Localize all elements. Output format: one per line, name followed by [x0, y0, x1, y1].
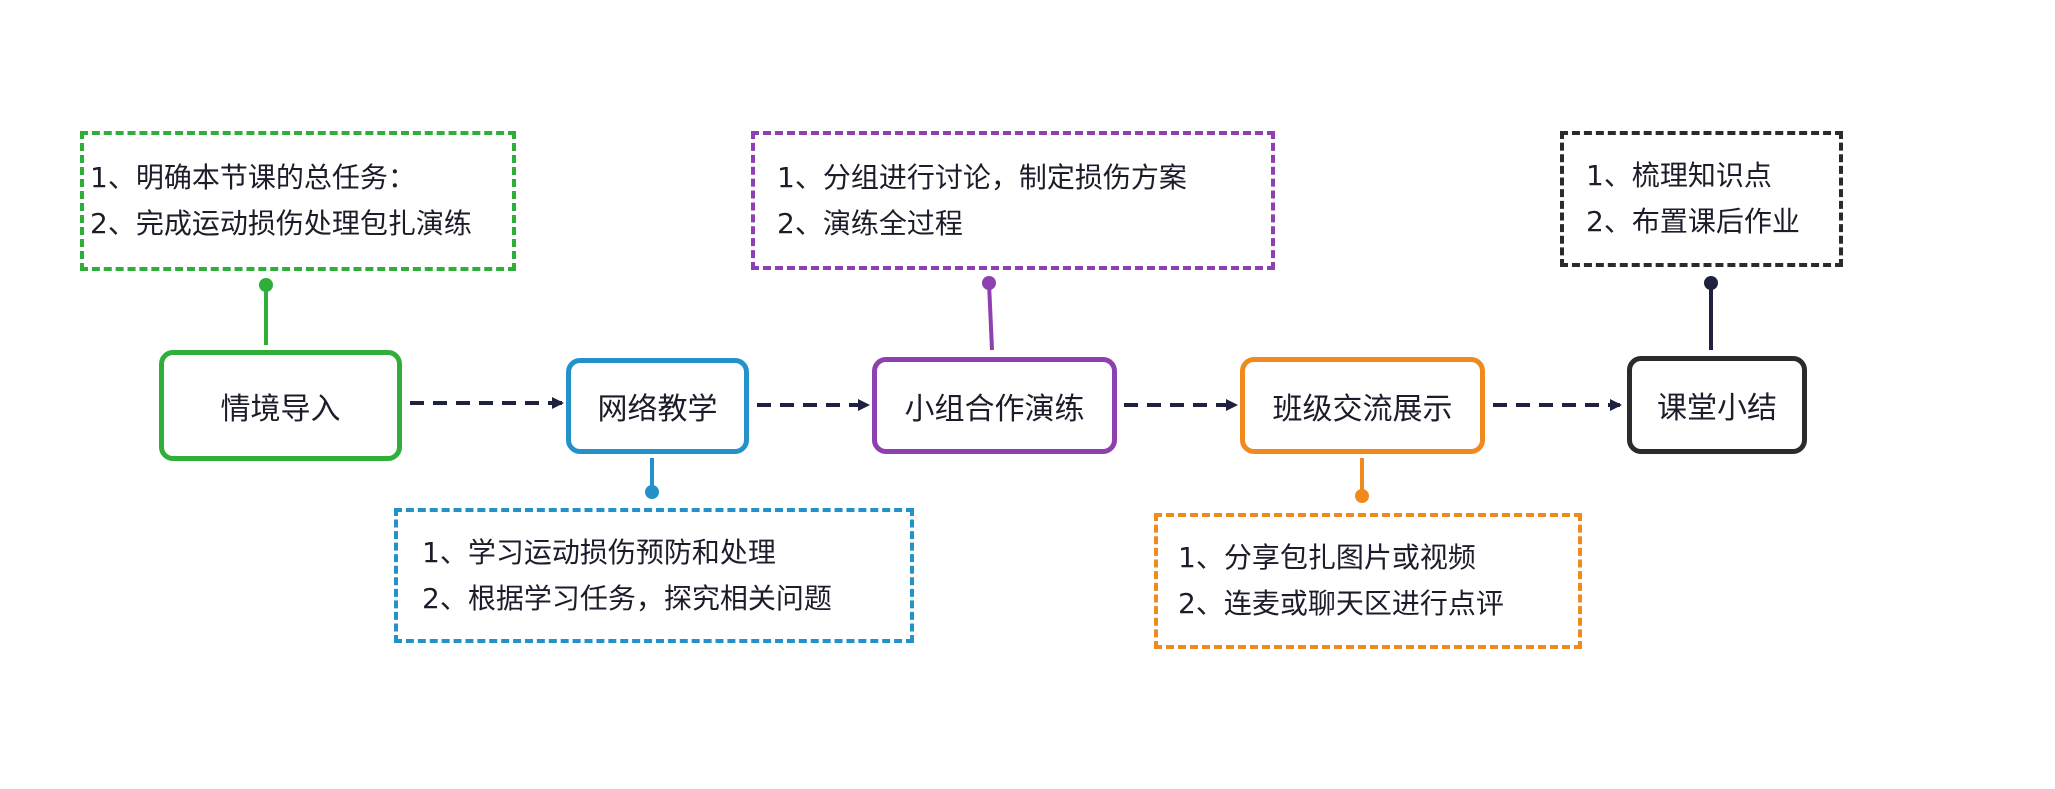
pin-dot-step1: [259, 278, 273, 292]
pin-line-step3: [987, 282, 994, 351]
step-3-node: 小组合作演练: [872, 357, 1117, 454]
note-step-2-line-1: 1、学习运动损伤预防和处理: [422, 535, 776, 569]
note-step-4: 1、分享包扎图片或视频 2、连麦或聊天区进行点评: [1154, 513, 1582, 649]
step-2-node: 网络教学: [566, 358, 749, 454]
step-1-node: 情境导入: [159, 350, 402, 461]
step-4-label: 班级交流展示: [1272, 391, 1453, 427]
step-1-label: 情境导入: [220, 391, 341, 427]
step-2-label: 网络教学: [597, 392, 718, 427]
note-step-4-line-2: 2、连麦或聊天区进行点评: [1178, 587, 1504, 620]
note-step-1-line-2: 2、完成运动损伤处理包扎演练: [90, 207, 472, 240]
pin-dot-step5: [1704, 276, 1718, 290]
note-step-1: 1、明确本节课的总任务： 2、完成运动损伤处理包扎演练: [80, 131, 516, 271]
note-step-3-line-2: 2、演练全过程: [777, 206, 963, 240]
pin-dot-step2: [645, 485, 659, 499]
note-step-5-line-2: 2、布置课后作业: [1586, 205, 1800, 238]
note-step-3: 1、分组进行讨论，制定损伤方案 2、演练全过程: [751, 131, 1275, 270]
pin-dot-step3: [982, 276, 996, 290]
step-5-label: 课堂小结: [1657, 391, 1777, 426]
note-step-1-line-1: 1、明确本节课的总任务：: [90, 161, 416, 194]
note-step-2: 1、学习运动损伤预防和处理 2、根据学习任务，探究相关问题: [394, 508, 914, 643]
note-step-5: 1、梳理知识点 2、布置课后作业: [1560, 131, 1843, 267]
step-5-node: 课堂小结: [1627, 356, 1807, 454]
pin-dot-step4: [1355, 489, 1369, 503]
note-step-4-line-1: 1、分享包扎图片或视频: [1178, 541, 1476, 574]
note-step-5-line-1: 1、梳理知识点: [1586, 159, 1772, 192]
step-4-node: 班级交流展示: [1240, 357, 1485, 454]
note-step-2-line-2: 2、根据学习任务，探究相关问题: [422, 581, 832, 615]
note-step-3-line-1: 1、分组进行讨论，制定损伤方案: [777, 160, 1187, 194]
step-3-label: 小组合作演练: [904, 391, 1085, 427]
